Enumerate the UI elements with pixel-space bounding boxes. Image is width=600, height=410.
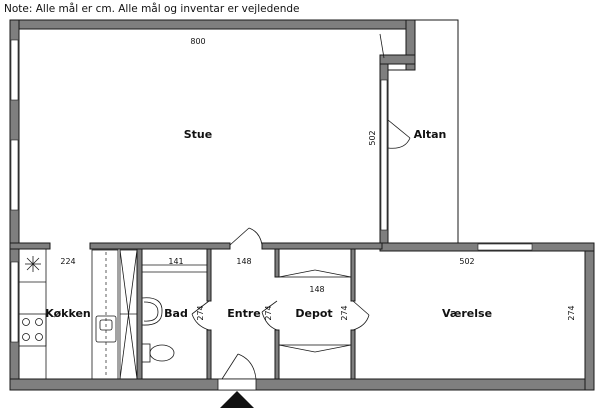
door-bath-swing — [191, 313, 210, 331]
wall-depot-left-bottom — [274, 329, 280, 380]
depot-shelf-bottom — [278, 344, 352, 380]
extractor-fan-icon — [25, 256, 41, 272]
dim-entre-depth: 274 — [264, 305, 273, 320]
wall-bottom — [9, 378, 595, 391]
toilet-icon — [141, 343, 175, 363]
wall-interior-main — [89, 242, 231, 250]
dim-entre-width: 148 — [236, 257, 251, 266]
dim-vaerelse-width: 502 — [459, 257, 474, 266]
stove-icon — [18, 313, 47, 347]
depot-shelf-top — [278, 248, 352, 278]
wall-bath-right-bottom — [206, 329, 212, 380]
front-door-leaf — [221, 353, 239, 380]
dim-bad-width: 141 — [168, 257, 183, 266]
door-entre-stue-swing — [248, 227, 263, 246]
room-label-bad: Bad — [164, 307, 188, 320]
window-balcony-door — [380, 79, 388, 231]
door-depot-leaf — [261, 300, 278, 313]
front-door-swing — [237, 353, 257, 380]
entrance-arrow-icon — [220, 391, 254, 408]
room-label-stue: Stue — [184, 128, 212, 141]
wall-bath-left — [136, 248, 143, 380]
dim-vaerelse-depth: 274 — [567, 305, 576, 320]
bath-cabinet — [119, 249, 138, 380]
window-left-lower — [10, 261, 19, 343]
dim-depot-depth: 274 — [340, 305, 349, 320]
dim-bad-depth: 274 — [196, 305, 205, 320]
wall-depot-left-top — [274, 248, 280, 278]
wall-interior-right — [261, 242, 383, 250]
front-door-opening — [217, 378, 257, 391]
dim-kokken-width: 224 — [60, 257, 75, 266]
dim-stue-depth: 502 — [368, 130, 377, 145]
door-bedroom-leaf — [352, 300, 370, 316]
kitchen-sink-icon — [95, 315, 117, 343]
door-bedroom-swing — [352, 314, 370, 331]
window-left-upper — [10, 39, 19, 101]
kitchen-island — [91, 249, 119, 380]
door-entre-stue-leaf — [229, 227, 250, 246]
wall-top — [9, 19, 416, 30]
door-corner-leaf — [379, 33, 385, 59]
wall-corner-horizontal — [379, 54, 416, 65]
room-label-kokken: Køkken — [45, 307, 91, 320]
dim-stue-width: 800 — [190, 37, 205, 46]
wall-corner-vertical — [405, 19, 416, 71]
door-balcony-leaf — [387, 119, 411, 139]
wall-bath-right-top — [206, 248, 212, 302]
wall-depot-right-bottom — [350, 329, 356, 380]
door-depot-swing — [261, 311, 278, 331]
room-label-entre: Entre — [227, 307, 261, 320]
wall-depot-right-top — [350, 248, 356, 302]
door-balcony-swing — [387, 137, 411, 149]
door-bath-leaf — [191, 300, 210, 315]
wall-right — [584, 242, 595, 391]
dim-depot-width: 148 — [309, 285, 324, 294]
room-label-vaerelse: Værelse — [442, 307, 492, 320]
wall-interior-left-stub — [9, 242, 51, 250]
window-left-middle — [10, 139, 19, 211]
room-label-altan: Altan — [414, 128, 447, 141]
washbasin-icon — [141, 297, 163, 326]
room-label-depot: Depot — [295, 307, 332, 320]
plan-note: Note: Alle mål er cm. Alle mål og invent… — [4, 3, 300, 15]
window-bedroom — [477, 243, 533, 251]
